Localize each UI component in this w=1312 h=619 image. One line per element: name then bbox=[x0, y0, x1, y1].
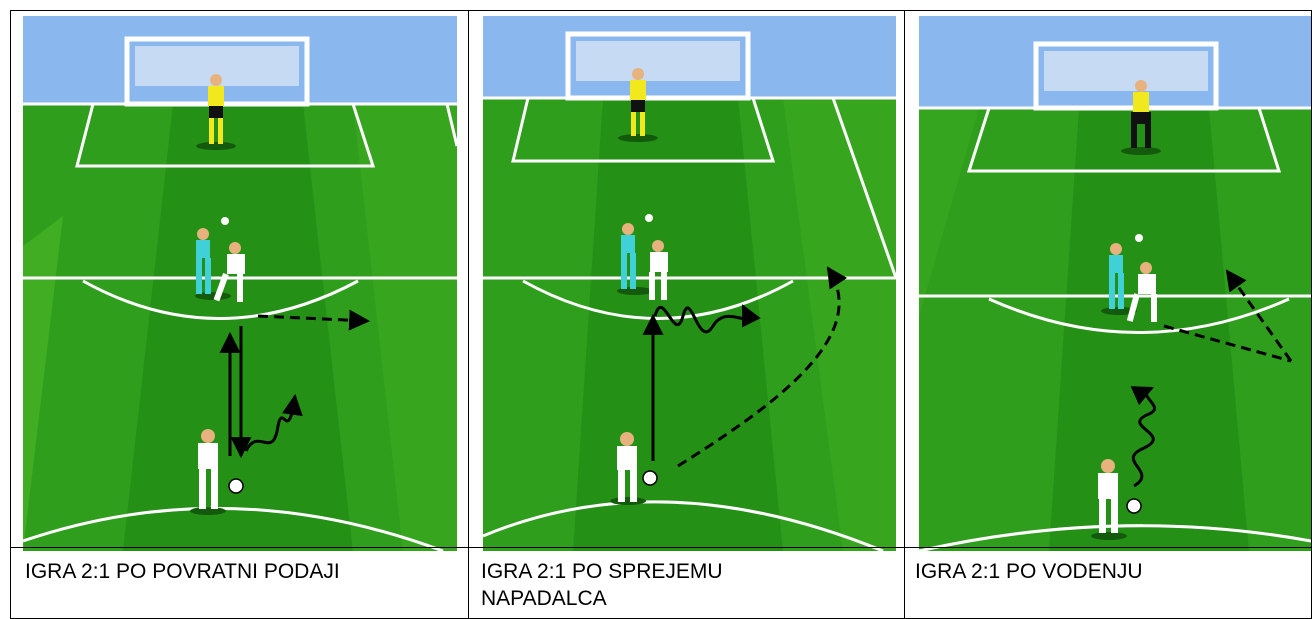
drill-caption-3: IGRA 2:1 PO VODENJU bbox=[915, 560, 1143, 583]
pitch-diagram-3 bbox=[919, 16, 1311, 551]
caption-divider bbox=[905, 547, 1311, 548]
drill-panel-1: IGRA 2:1 PO POVRATNI PODAJI bbox=[10, 10, 469, 619]
drill-caption-2: IGRA 2:1 PO SPREJEMU NAPADALCA bbox=[481, 560, 723, 610]
drill-table: IGRA 2:1 PO POVRATNI PODAJI bbox=[10, 10, 1312, 619]
pitch-diagram-2 bbox=[483, 16, 896, 551]
drill-panel-2: IGRA 2:1 PO SPREJEMU NAPADALCA bbox=[468, 10, 905, 619]
drill-panel-3: IGRA 2:1 PO VODENJU bbox=[904, 10, 1312, 619]
caption-divider bbox=[11, 547, 468, 548]
drill-caption-1: IGRA 2:1 PO POVRATNI PODAJI bbox=[25, 560, 340, 583]
caption-divider bbox=[469, 547, 904, 548]
pitch-diagram-1 bbox=[23, 16, 457, 551]
